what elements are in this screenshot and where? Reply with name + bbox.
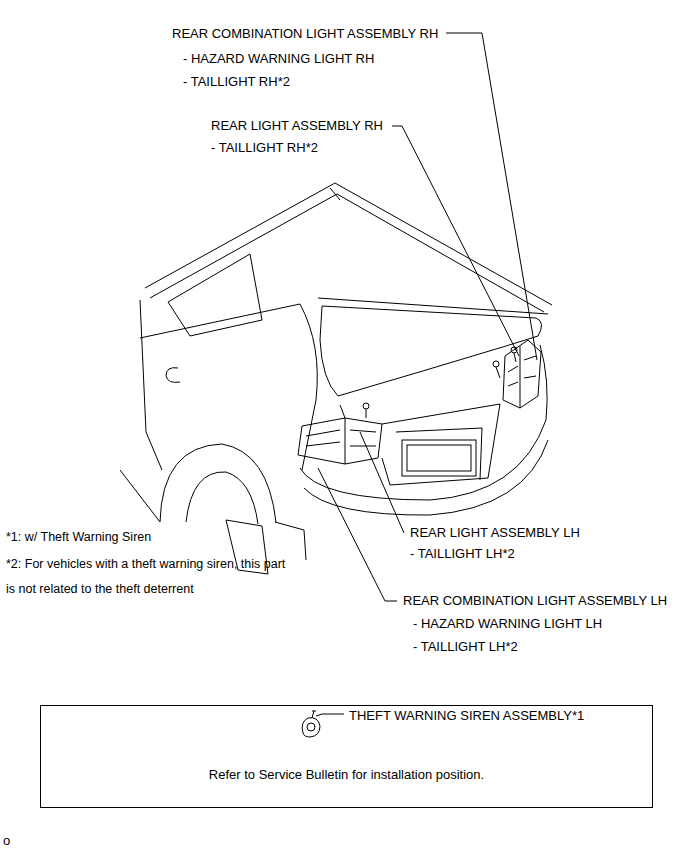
rear-combination-light-lh — [298, 418, 382, 464]
leader-line — [392, 126, 519, 356]
part-item: - TAILLIGHT LH*2 — [413, 639, 518, 654]
bulb-socket — [363, 403, 369, 409]
roof-rail — [330, 188, 340, 200]
part-item: - TAILLIGHT LH*2 — [410, 546, 515, 561]
tailgate-edge — [382, 404, 500, 424]
bumper — [300, 420, 546, 500]
plate-recess — [396, 428, 482, 480]
bumper-lower — [304, 440, 548, 515]
part-name: REAR LIGHT ASSEMBLY RH — [211, 118, 383, 133]
license-plate — [407, 445, 471, 471]
leader-line — [360, 432, 404, 533]
footnote: *2: For vehicles with a theft warning si… — [6, 552, 291, 602]
body-side — [146, 432, 162, 470]
body-sill — [120, 470, 160, 522]
roof-rail — [150, 194, 544, 312]
siren-icon — [307, 723, 315, 731]
part-name: REAR LIGHT ASSEMBLY LH — [410, 525, 580, 540]
bulb-socket — [493, 361, 499, 367]
roof-line — [145, 183, 552, 305]
rear-spoiler — [318, 298, 548, 314]
leader-line — [316, 714, 344, 716]
door-edge — [140, 300, 146, 432]
part-item: - HAZARD WARNING LIGHT RH — [183, 51, 374, 66]
tailgate-lower — [382, 404, 500, 485]
tire — [186, 472, 258, 524]
part-item: - HAZARD WARNING LIGHT LH — [413, 616, 602, 631]
rear-light-divider — [520, 346, 521, 408]
note-text: Refer to Service Bulletin for installati… — [41, 767, 652, 782]
part-name: REAR COMBINATION LIGHT ASSEMBLY LH — [403, 593, 667, 608]
siren-icon — [312, 711, 316, 718]
note-box: THEFT WARNING SIREN ASSEMBLY*1Refer to S… — [40, 705, 653, 808]
siren-icon — [302, 718, 320, 737]
part-item: - TAILLIGHT RH*2 — [211, 140, 318, 155]
rear-light-divider — [345, 418, 346, 464]
part-name: THEFT WARNING SIREN ASSEMBLY*1 — [349, 708, 584, 723]
light-lens — [508, 356, 536, 386]
tailgate-edge — [340, 405, 345, 418]
beltline — [140, 304, 300, 338]
footnote: *1: w/ Theft Warning Siren — [6, 530, 151, 545]
wheel-arch — [160, 444, 276, 522]
side-window — [168, 254, 262, 336]
part-name: REAR COMBINATION LIGHT ASSEMBLY RH — [172, 26, 438, 41]
fuel-lid — [166, 368, 180, 383]
bulb-stem — [366, 409, 367, 418]
bulb-stem — [514, 353, 516, 362]
part-item: - TAILLIGHT RH*2 — [183, 74, 290, 89]
rear-window — [320, 306, 542, 396]
leader-line — [446, 33, 537, 360]
page-mark: o — [3, 833, 10, 848]
bulb-stem — [496, 367, 500, 378]
lower-body — [275, 522, 306, 560]
leader-line — [318, 468, 397, 601]
license-plate — [402, 440, 476, 476]
